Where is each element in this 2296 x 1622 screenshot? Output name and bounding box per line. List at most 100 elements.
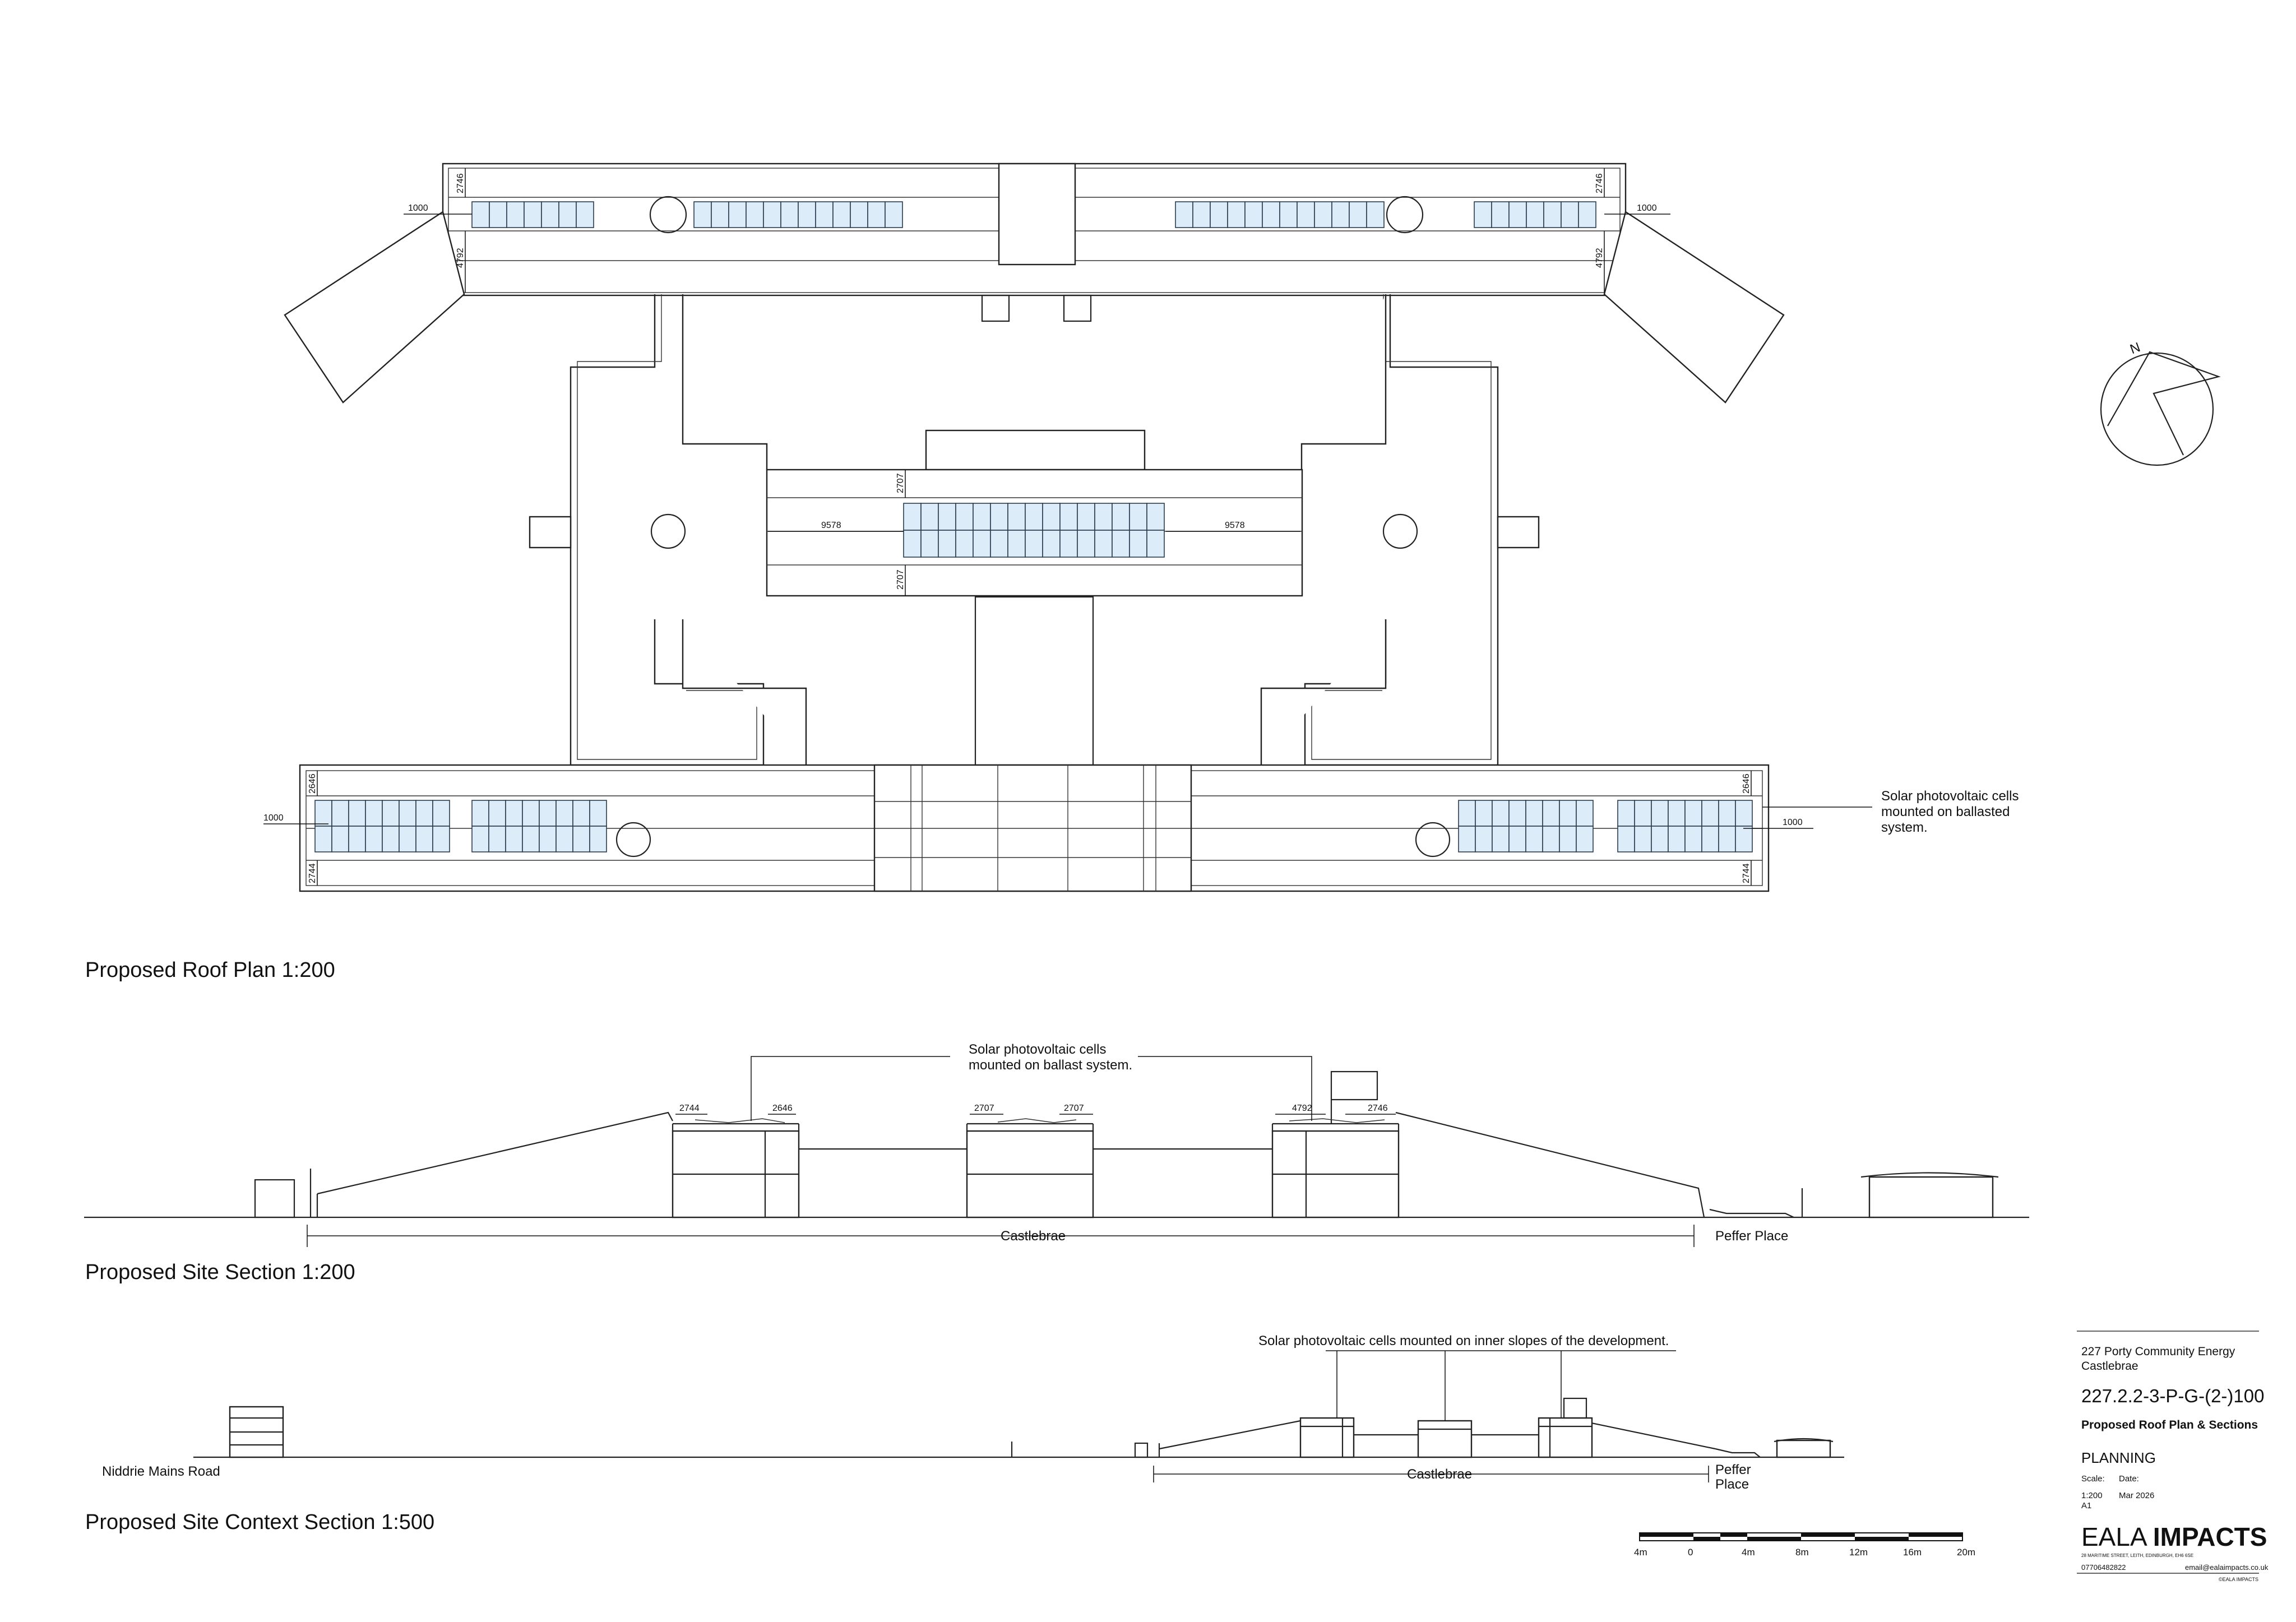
company-email: email@ealaimpacts.co.uk bbox=[2185, 1563, 2269, 1572]
pv-panel bbox=[920, 503, 939, 531]
section-dim-2646: 2646 bbox=[772, 1104, 793, 1113]
project-name-line1: 227 Porty Community Energy bbox=[2081, 1345, 2235, 1358]
scale-bar-label: 12m bbox=[1849, 1547, 1868, 1558]
company-phone: 07706482822 bbox=[2081, 1563, 2126, 1572]
pv-panel bbox=[746, 201, 764, 228]
scale-bar-segment bbox=[1909, 1533, 1962, 1537]
pv-panel bbox=[1576, 800, 1594, 827]
pv-panel bbox=[556, 800, 573, 827]
site-section-title: Proposed Site Section 1:200 bbox=[85, 1260, 355, 1284]
pv-panel bbox=[1491, 201, 1510, 228]
drawing-title: Proposed Roof Plan & Sections bbox=[2081, 1419, 2258, 1431]
dim-2746-tl: 2746 bbox=[456, 173, 465, 193]
pv-panel bbox=[331, 826, 349, 852]
pv-panel bbox=[572, 800, 590, 827]
pv-panel bbox=[524, 201, 542, 228]
pv-panel bbox=[365, 826, 383, 852]
pv-panel bbox=[1297, 201, 1315, 228]
dim-2707-top: 2707 bbox=[896, 473, 905, 493]
pv-panel bbox=[1279, 201, 1298, 228]
pv-array-bottom bbox=[314, 800, 1753, 852]
pv-panel bbox=[1244, 201, 1263, 228]
pv-array-top bbox=[471, 201, 1596, 228]
pv-panel bbox=[522, 800, 540, 827]
pv-panel bbox=[1458, 800, 1476, 827]
pv-panel bbox=[365, 800, 383, 827]
pv-panel bbox=[1475, 800, 1493, 827]
pv-panel bbox=[1525, 800, 1543, 827]
pv-panel bbox=[763, 201, 781, 228]
pv-panel bbox=[505, 800, 523, 827]
pv-panel bbox=[1077, 503, 1095, 531]
pv-panel bbox=[728, 201, 747, 228]
scale-bar-label: 0 bbox=[1688, 1547, 1693, 1558]
section-building-right bbox=[1271, 1070, 1400, 1218]
pv-panel bbox=[903, 503, 922, 531]
drawing-status: PLANNING bbox=[2081, 1449, 2156, 1466]
context-castlebrae-label: Castlebrae bbox=[1407, 1467, 1472, 1482]
scale-bar-segment bbox=[1640, 1533, 1693, 1537]
section-pv-note-line1: Solar photovoltaic cells bbox=[969, 1042, 1106, 1057]
dim-1000-tr: 1000 bbox=[1637, 203, 1657, 213]
pv-panel bbox=[1112, 503, 1130, 531]
pv-panel bbox=[1617, 800, 1635, 827]
pv-panel bbox=[938, 503, 956, 531]
pv-panel bbox=[382, 826, 400, 852]
pv-panel bbox=[938, 530, 956, 558]
dim-1000-tl: 1000 bbox=[408, 203, 428, 213]
context-section: Solar photovoltaic cells mounted on inne… bbox=[85, 1333, 1844, 1534]
company-name-bold: IMPACTS bbox=[2153, 1522, 2267, 1551]
roof-plan: 1000 1000 1000 1000 2746 4792 2746 4792 … bbox=[85, 163, 2221, 982]
pv-panel bbox=[556, 826, 573, 852]
pv-panel bbox=[1366, 201, 1385, 228]
roof-pv-note-line3: system. bbox=[1881, 820, 1928, 835]
context-pv-note: Solar photovoltaic cells mounted on inne… bbox=[1258, 1333, 1669, 1348]
pv-panel bbox=[1146, 503, 1165, 531]
scale-value: 1:200 bbox=[2081, 1491, 2103, 1500]
pv-panel bbox=[973, 530, 991, 558]
pv-panel bbox=[955, 503, 974, 531]
context-niddrie-label: Niddrie Mains Road bbox=[102, 1464, 220, 1479]
pv-panel bbox=[1059, 503, 1078, 531]
pv-panel bbox=[1684, 800, 1702, 827]
pv-panel bbox=[1112, 530, 1130, 558]
pv-panel bbox=[1543, 201, 1562, 228]
pv-panel bbox=[471, 201, 490, 228]
pv-panel bbox=[558, 201, 577, 228]
roof-top-block bbox=[284, 163, 1785, 404]
pv-panel bbox=[506, 201, 525, 228]
pv-panel bbox=[1077, 530, 1095, 558]
dim-2707-bot: 2707 bbox=[896, 569, 905, 590]
section-dim-2744: 2744 bbox=[679, 1104, 700, 1113]
north-arrow-icon: N bbox=[2100, 340, 2221, 466]
pv-panel bbox=[1025, 503, 1043, 531]
pv-panel bbox=[711, 201, 729, 228]
pv-panel bbox=[576, 201, 594, 228]
pv-panel bbox=[1175, 201, 1193, 228]
pv-panel bbox=[1542, 800, 1560, 827]
pv-panel bbox=[1617, 826, 1635, 852]
pv-panel bbox=[1525, 826, 1543, 852]
pv-panel bbox=[1129, 530, 1147, 558]
pv-panel bbox=[1718, 800, 1736, 827]
scale-field-label: Scale: bbox=[2081, 1474, 2105, 1484]
pv-panel bbox=[399, 800, 416, 827]
dim-2646-bl: 2646 bbox=[308, 773, 317, 794]
pv-panel bbox=[1651, 826, 1669, 852]
pv-panel bbox=[522, 826, 540, 852]
context-section-title: Proposed Site Context Section 1:500 bbox=[85, 1510, 434, 1534]
pv-panel bbox=[1668, 800, 1686, 827]
dim-9578-right: 9578 bbox=[1225, 521, 1245, 530]
scale-bar-segment bbox=[1801, 1533, 1855, 1537]
pv-panel bbox=[1042, 503, 1061, 531]
company-address: 28 MARITIME STREET, LEITH, EDINBURGH, EH… bbox=[2081, 1553, 2193, 1558]
pv-panel bbox=[1718, 826, 1736, 852]
pv-panel bbox=[850, 201, 868, 228]
pv-panel bbox=[990, 530, 1008, 558]
pv-panel bbox=[1701, 800, 1719, 827]
pv-panel bbox=[432, 826, 450, 852]
section-building-left bbox=[672, 1118, 800, 1218]
pv-panel bbox=[489, 201, 507, 228]
